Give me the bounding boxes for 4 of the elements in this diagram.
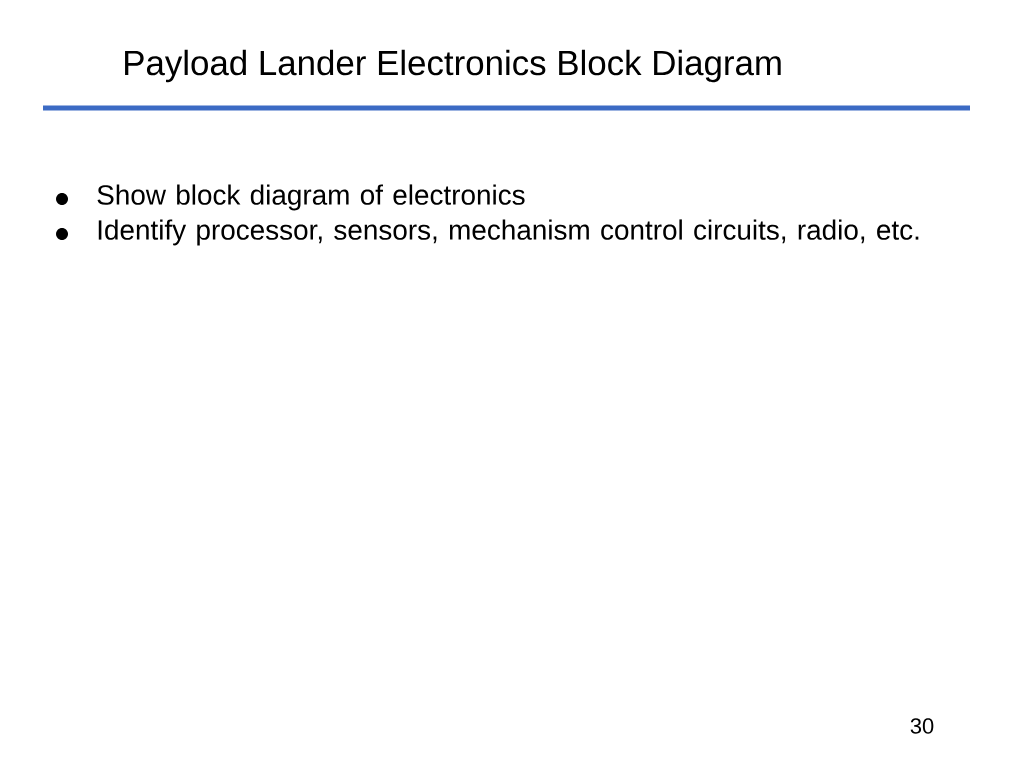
- slide-title: Payload Lander Electronics Block Diagram: [125, 49, 781, 83]
- page-number: 30: [910, 718, 934, 734]
- bullet-text: Identify processor, sensors, mechanism control circuits, radio, etc.: [98, 219, 919, 246]
- bullet-text: Show block diagram of electronics: [97, 184, 525, 211]
